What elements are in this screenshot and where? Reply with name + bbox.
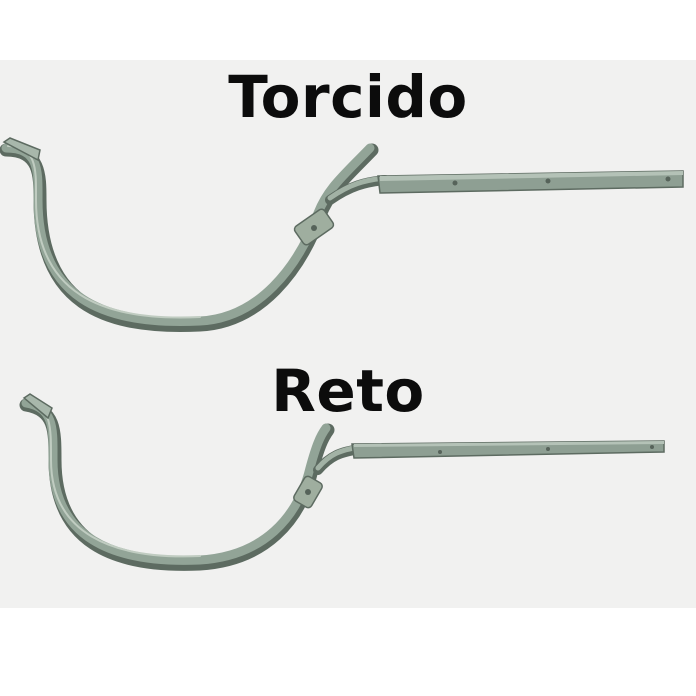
- straight-hanger: [19, 393, 665, 571]
- twisted-hanger: [0, 137, 684, 333]
- label-twisted: Torcido: [228, 63, 468, 131]
- label-straight: Reto: [271, 357, 425, 425]
- photo-background: [0, 60, 696, 608]
